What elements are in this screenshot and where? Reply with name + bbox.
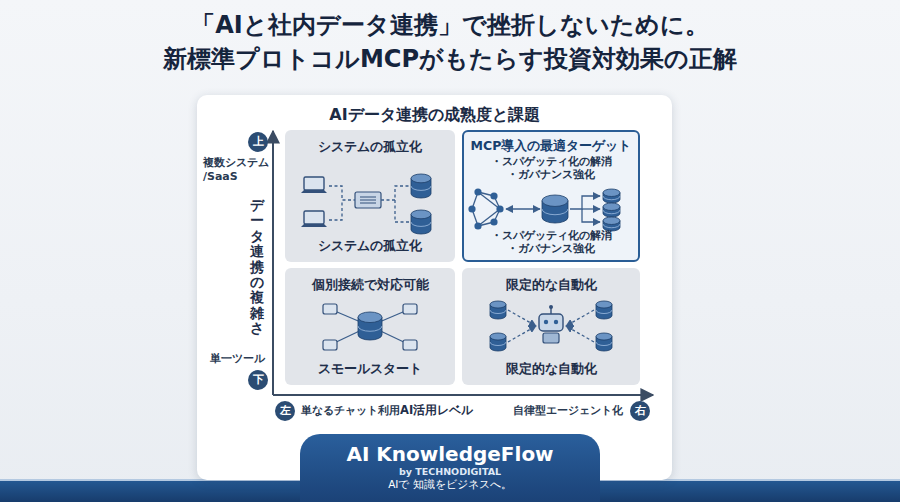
axis-tick-label: 自律型エージェント化 (513, 404, 623, 418)
network-node (490, 192, 497, 199)
box-text: 限定的な自動化 (506, 276, 597, 294)
label-holder: 単なるチャット利用 (301, 404, 400, 418)
illustration-wire (381, 186, 411, 200)
label-holder: データ連携の複雑さ (250, 198, 264, 337)
network-node (496, 205, 503, 212)
database-icon (603, 189, 620, 203)
network-node (474, 222, 481, 229)
illustration-wire (478, 209, 500, 226)
device-icon (323, 340, 337, 350)
device-icon (323, 304, 337, 314)
network-node (490, 218, 497, 225)
illustration-wire (508, 310, 536, 326)
marker-letter: 下 (253, 373, 264, 388)
quadrant-box: 限定的な自動化限定的な自動化 (462, 268, 640, 385)
axis-tick-label: 単なるチャット利用 (301, 404, 400, 418)
axis-title: データ連携の複雑さ (250, 198, 264, 337)
laptop-icon (301, 211, 327, 227)
device-icon (355, 192, 381, 208)
database-icon (603, 203, 620, 217)
database-icon (490, 301, 506, 319)
axis-title: AI活用レベル (400, 403, 473, 418)
marker-letter: 上 (253, 135, 264, 150)
axis-marker: 左 (275, 401, 295, 421)
title-holder: 「AIと社内データ連携」で挫折しないために。 新標準プロトコルMCPがもたらす投… (20, 8, 880, 76)
database-icon (411, 210, 431, 234)
chart-panel: 上システムの孤立化システムの孤立化MCP導入の最適ターゲット・スパゲッティ化の解… (197, 95, 672, 480)
illustration-wire (506, 208, 540, 209)
axis-marker: 下 (248, 370, 268, 390)
box-text: システムの孤立化 (318, 237, 422, 255)
label-holder: 単一ツール (210, 352, 265, 366)
device-icon (403, 340, 417, 350)
y-axis (272, 131, 274, 395)
panel-title: AIデータ連携の成熟度と課題 (197, 104, 672, 126)
network-node (468, 205, 475, 212)
box-text: ・スパゲッティ化の解消 (491, 229, 612, 242)
database-icon (596, 301, 612, 319)
axis-marker: 右 (630, 401, 650, 421)
quadrant-box: 個別接続で対応可能スモールスタート (285, 268, 455, 385)
box-text: MCP導入の最適ターゲット (471, 138, 632, 155)
device-icon (403, 304, 417, 314)
illustration-wire (478, 192, 500, 209)
box-text: AIで 知識をビジネスへ。 (388, 478, 512, 492)
quadrant-box: システムの孤立化システムの孤立化 (285, 130, 455, 262)
illustration-wire (508, 326, 536, 342)
illustration-wire (329, 200, 342, 220)
box-text: スモールスタート (318, 360, 422, 378)
illustration-wire (570, 196, 600, 209)
database-icon (411, 174, 431, 198)
box-text: ・ガバナンス強化 (507, 242, 595, 255)
box-text: ・ガバナンス強化 (507, 168, 595, 181)
axis-tick-label: 単一ツール (210, 352, 265, 366)
illustration-wire (582, 208, 600, 209)
box-text: システムの孤立化 (318, 138, 422, 156)
illustration-wire (582, 209, 600, 222)
box-text: AI KnowledgeFlow (346, 442, 553, 466)
marker-letter: 左 (280, 404, 291, 419)
x-axis (273, 394, 653, 396)
network-node (474, 188, 481, 195)
box-text: ・スパゲッティ化の解消 (491, 155, 612, 168)
illustration-wire (566, 310, 594, 326)
page-title: 「AIと社内データ連携」で挫折しないために。 新標準プロトコルMCPがもたらす投… (20, 8, 880, 76)
illustration-wire (566, 326, 594, 342)
illustration-wire (329, 186, 355, 200)
axis-marker: 上 (248, 132, 268, 152)
box-text: by TECHNODIGITAL (399, 466, 501, 478)
box-text: 個別接続で対応可能 (312, 276, 429, 294)
database-icon (490, 333, 506, 351)
database-icon (358, 312, 382, 340)
label-holder: AI活用レベル (400, 403, 473, 418)
database-icon (596, 333, 612, 351)
illustration-wire (395, 200, 411, 222)
target-quadrant: MCP導入の最適ターゲット・スパゲッティ化の解消・ガバナンス強化・スパゲッティ化… (462, 130, 640, 262)
axis-tick-label: 複数システム /SaaS (203, 156, 271, 185)
database-icon (542, 195, 568, 223)
brand-banner: AI KnowledgeFlowby TECHNODIGITALAIで 知識をビ… (300, 434, 600, 502)
robot-icon (539, 305, 563, 343)
label-holder: 自律型エージェント化 (513, 404, 623, 418)
label-holder: 複数システム /SaaS (203, 156, 271, 185)
box-text: 限定的な自動化 (506, 360, 597, 378)
laptop-icon (301, 177, 327, 193)
marker-letter: 右 (635, 404, 646, 419)
